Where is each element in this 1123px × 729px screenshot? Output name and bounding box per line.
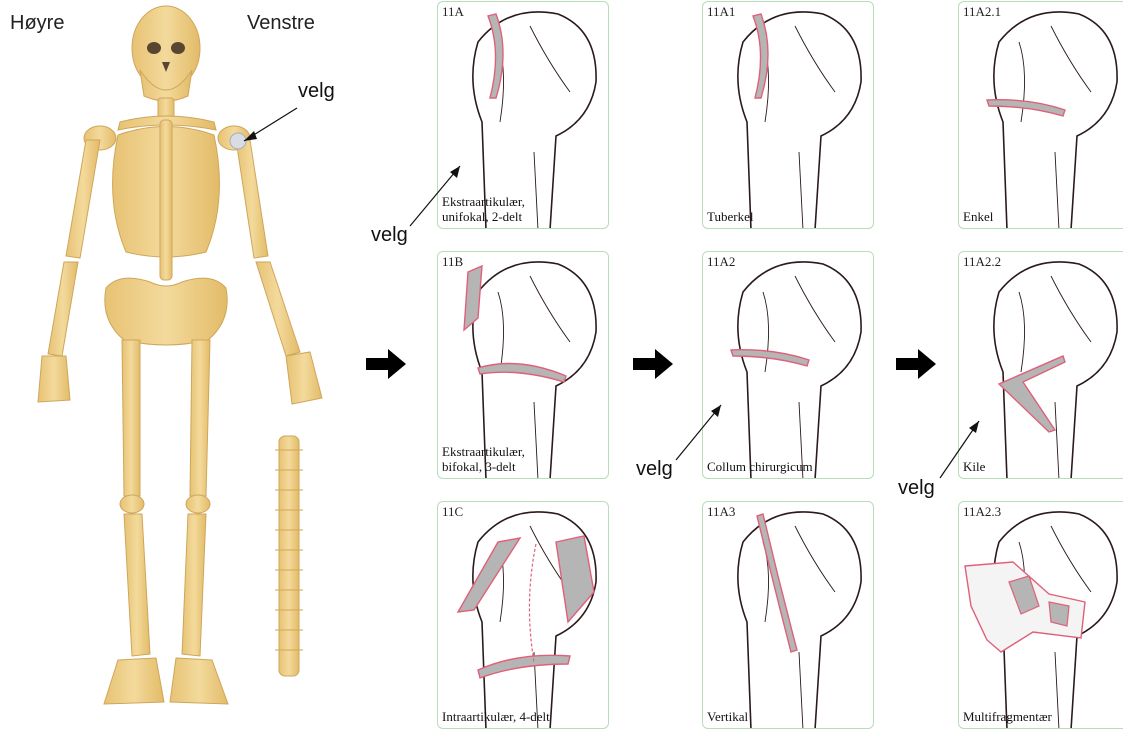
humerus-illustration xyxy=(703,502,874,729)
fracture-card-11B[interactable]: 11B Ekstraartikulær, bifokal, 3-delt xyxy=(437,251,609,479)
card-caption: Vertikal xyxy=(707,709,872,724)
humerus-illustration xyxy=(959,502,1123,729)
fracture-card-11A[interactable]: 11A Ekstraartikulær, unifokal, 2-delt xyxy=(437,1,609,229)
skeleton-illustration xyxy=(0,0,360,724)
pointer-label-11A2-2: velg xyxy=(898,477,935,500)
card-caption: Collum chirurgicum xyxy=(707,459,872,474)
card-caption: Multifragmentær xyxy=(963,709,1123,724)
step-arrow-3 xyxy=(896,349,936,379)
card-code: 11A2 xyxy=(707,254,735,270)
card-code: 11C xyxy=(442,504,463,520)
card-code: 11A3 xyxy=(707,504,735,520)
card-caption: Kile xyxy=(963,459,1123,474)
humerus-illustration xyxy=(438,502,609,729)
card-code: 11A2.3 xyxy=(963,504,1001,520)
card-caption: Intraartikulær, 4-delt xyxy=(442,709,607,724)
card-caption: Ekstraartikulær, unifokal, 2-delt xyxy=(442,194,607,224)
card-code: 11A2.2 xyxy=(963,254,1001,270)
card-code: 11A1 xyxy=(707,4,735,20)
card-caption: Enkel xyxy=(963,209,1123,224)
humerus-illustration xyxy=(959,252,1123,479)
humerus-illustration xyxy=(959,2,1123,229)
card-caption: Ekstraartikulær, bifokal, 3-delt xyxy=(442,444,607,474)
humerus-illustration xyxy=(703,252,874,479)
humerus-illustration xyxy=(703,2,874,229)
fracture-card-11C[interactable]: 11C Intraartikulær, 4-delt xyxy=(437,501,609,729)
card-caption: Tuberkel xyxy=(707,209,872,224)
pointer-label-11A2: velg xyxy=(636,458,673,481)
step-arrow-1 xyxy=(366,349,406,379)
card-code: 11B xyxy=(442,254,463,270)
card-code: 11A xyxy=(442,4,464,20)
card-code: 11A2.1 xyxy=(963,4,1001,20)
step-arrow-2 xyxy=(633,349,673,379)
pointer-label-11A: velg xyxy=(371,224,408,247)
